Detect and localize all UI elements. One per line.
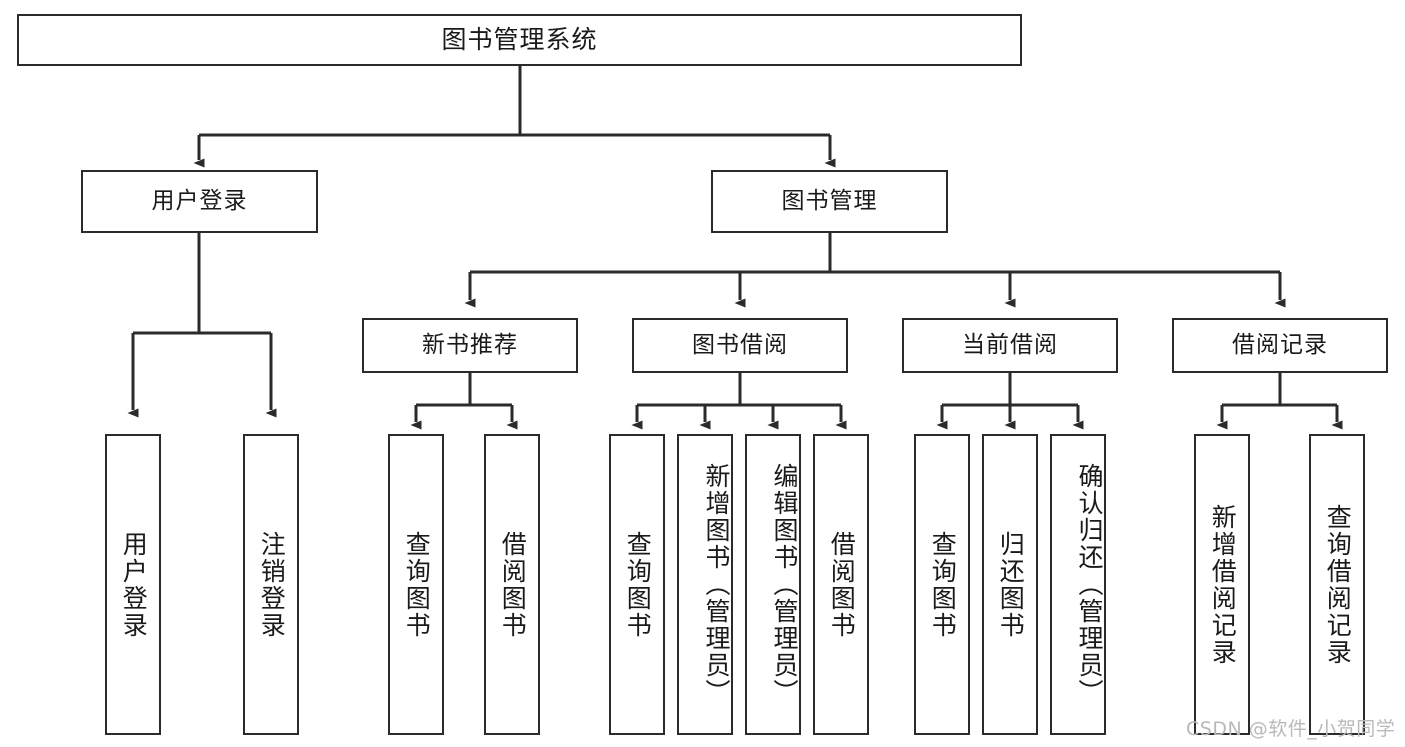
node-book-manage-label: 图书管理 xyxy=(781,187,878,214)
watermark: CSDN @软件_小贺同学 xyxy=(1186,718,1396,740)
leaf-edit-book[interactable]: 编辑图书（管理员） xyxy=(745,434,801,735)
leaf-confirm-return[interactable]: 确认归还（管理员） xyxy=(1050,434,1106,735)
leaf-borrow-book-1-label: 借阅图书 xyxy=(498,530,528,639)
node-borrow-record-label: 借阅记录 xyxy=(1232,331,1328,358)
leaf-add-book[interactable]: 新增图书（管理员） xyxy=(677,434,733,735)
leaf-query-record-label: 查询借阅记录 xyxy=(1323,503,1353,666)
leaf-borrow-book-1[interactable]: 借阅图书 xyxy=(484,434,540,735)
leaf-return-book[interactable]: 归还图书 xyxy=(982,434,1038,735)
node-user-login-label: 用户登录 xyxy=(151,187,248,214)
leaf-query-book-1[interactable]: 查询图书 xyxy=(388,434,444,735)
leaf-add-book-label: 新增图书（管理员） xyxy=(702,463,731,706)
node-current-borrow[interactable]: 当前借阅 xyxy=(902,318,1118,373)
node-current-borrow-label: 当前借阅 xyxy=(962,331,1058,358)
leaf-query-record[interactable]: 查询借阅记录 xyxy=(1309,434,1365,735)
node-book-borrow[interactable]: 图书借阅 xyxy=(632,318,848,373)
node-borrow-record[interactable]: 借阅记录 xyxy=(1172,318,1388,373)
leaf-add-record[interactable]: 新增借阅记录 xyxy=(1194,434,1250,735)
leaf-confirm-return-label: 确认归还（管理员） xyxy=(1075,463,1104,706)
node-book-borrow-label: 图书借阅 xyxy=(692,331,788,358)
node-book-manage[interactable]: 图书管理 xyxy=(711,170,948,233)
leaf-query-book-2[interactable]: 查询图书 xyxy=(609,434,665,735)
leaf-logout-login-label: 注销登录 xyxy=(257,530,287,639)
leaf-query-book-1-label: 查询图书 xyxy=(402,530,432,639)
leaf-add-record-label: 新增借阅记录 xyxy=(1208,503,1238,666)
leaf-user-login-label: 用户登录 xyxy=(119,530,149,639)
leaf-borrow-book-2[interactable]: 借阅图书 xyxy=(813,434,869,735)
leaf-borrow-book-2-label: 借阅图书 xyxy=(827,530,857,639)
leaf-user-login[interactable]: 用户登录 xyxy=(105,434,161,735)
node-root[interactable]: 图书管理系统 xyxy=(17,14,1022,66)
leaf-return-book-label: 归还图书 xyxy=(996,530,1026,639)
leaf-query-book-3-label: 查询图书 xyxy=(928,530,958,639)
leaf-edit-book-label: 编辑图书（管理员） xyxy=(770,463,799,706)
node-root-label: 图书管理系统 xyxy=(441,25,598,54)
leaf-query-book-3[interactable]: 查询图书 xyxy=(914,434,970,735)
leaf-query-book-2-label: 查询图书 xyxy=(623,530,653,639)
node-user-login[interactable]: 用户登录 xyxy=(81,170,318,233)
node-new-book-recommend-label: 新书推荐 xyxy=(422,331,518,358)
leaf-logout-login[interactable]: 注销登录 xyxy=(243,434,299,735)
node-new-book-recommend[interactable]: 新书推荐 xyxy=(362,318,578,373)
